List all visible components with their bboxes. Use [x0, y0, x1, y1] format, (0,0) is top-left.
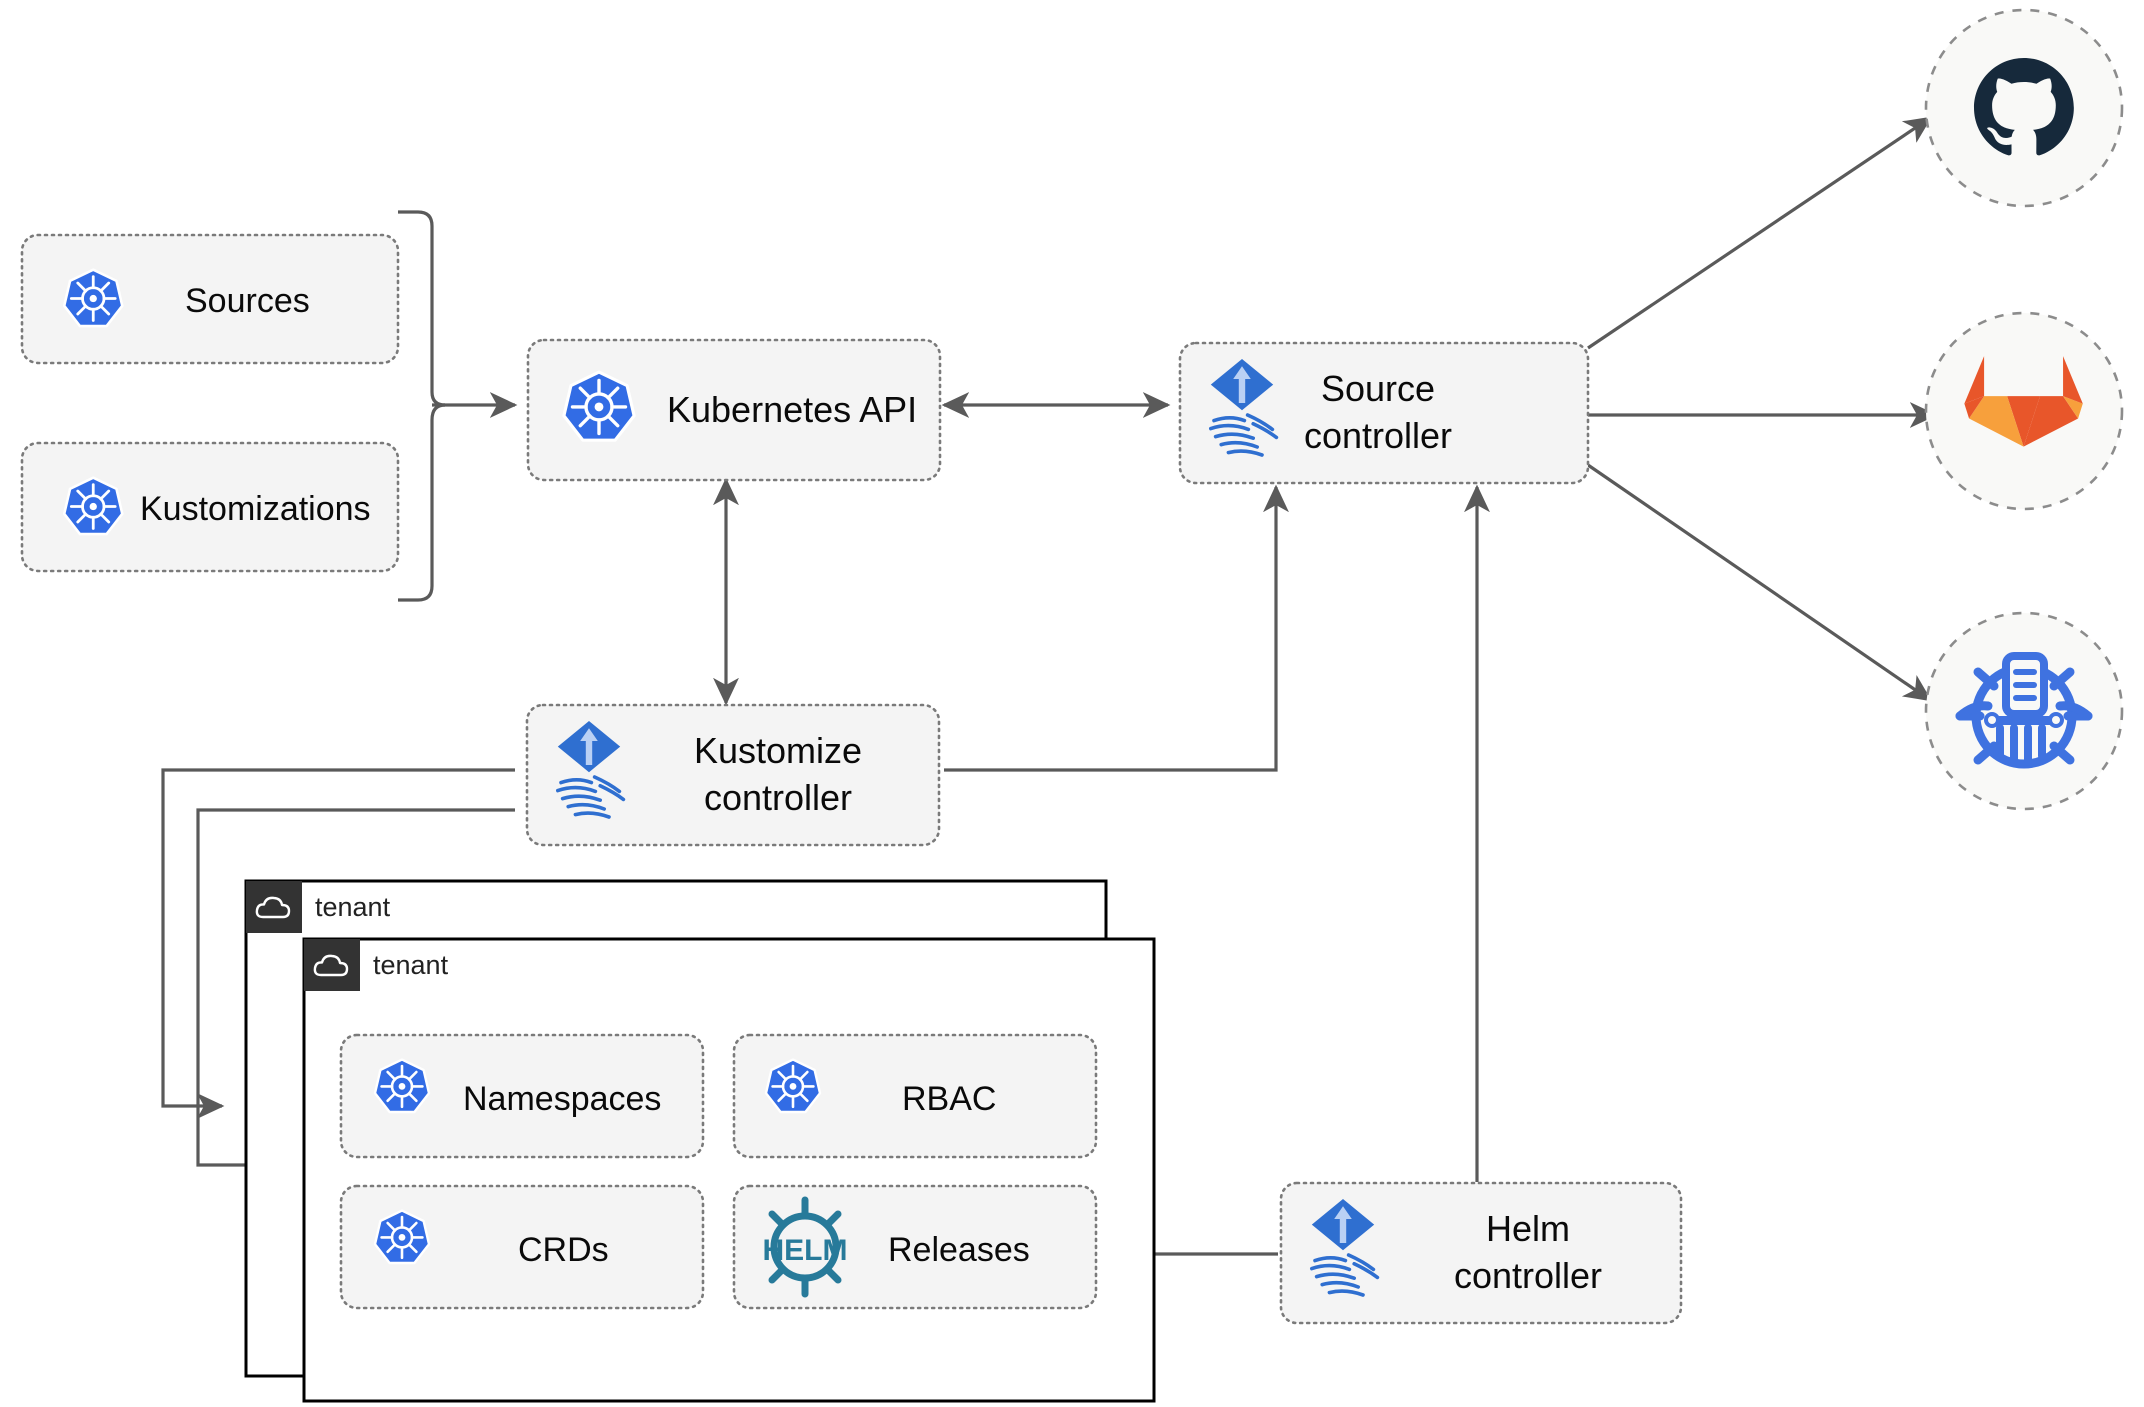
node-gitlab[interactable]	[1924, 311, 2124, 511]
helm-icon: HELM	[763, 1196, 848, 1298]
cloud-icon	[255, 896, 291, 919]
edge-kustomize-to-tenant-back	[161, 768, 515, 1119]
node-kustomizations[interactable]: Kustomizations	[20, 441, 400, 573]
tenant-label-back: tenant	[315, 892, 391, 922]
node-label-namespaces: Namespaces	[463, 1080, 661, 1118]
node-label-kustomize-controller-line2: controller	[704, 777, 852, 818]
edge-kustomize-to-source	[944, 484, 1289, 772]
kubernetes-icon	[373, 1058, 431, 1114]
node-label-rbac: RBAC	[902, 1080, 996, 1118]
node-source-controller[interactable]: Source controller	[1178, 341, 1590, 485]
node-label-source-controller-line2: controller	[1304, 415, 1452, 456]
node-crds[interactable]: CRDs	[339, 1184, 705, 1310]
node-rbac[interactable]: RBAC	[732, 1033, 1098, 1159]
node-kustomize-controller[interactable]: Kustomize controller	[525, 703, 941, 847]
node-label-kubernetes-api: Kubernetes API	[667, 389, 917, 430]
flux-icon	[556, 721, 626, 819]
edge-source-to-github	[1587, 116, 1932, 350]
node-releases[interactable]: HELM Releases	[732, 1184, 1098, 1310]
node-sources[interactable]: Sources	[20, 233, 400, 365]
node-label-helm-controller-line2: controller	[1454, 1255, 1602, 1296]
node-label-source-controller-line1: Source	[1321, 368, 1435, 409]
tenant-container-front[interactable]: tenant	[302, 937, 1156, 1403]
tenant-label-front: tenant	[373, 950, 449, 980]
edge-source-to-chartmuseum	[1587, 463, 1932, 702]
helm-repository-icon	[1955, 652, 2093, 769]
github-icon	[1974, 58, 2074, 156]
kubernetes-icon	[562, 370, 636, 442]
node-label-releases: Releases	[888, 1231, 1030, 1269]
kubernetes-icon	[62, 268, 124, 328]
node-label-crds: CRDs	[518, 1231, 609, 1269]
node-chartmuseum[interactable]	[1924, 611, 2124, 811]
node-label-helm-controller-line1: Helm	[1486, 1208, 1570, 1249]
node-label-sources: Sources	[185, 282, 310, 320]
gitlab-icon	[1964, 356, 2083, 447]
edge-kustomize-to-tenant-front	[196, 808, 515, 1178]
kubernetes-icon	[62, 476, 124, 536]
node-label-kustomize-controller-line1: Kustomize	[694, 730, 862, 771]
flux-icon	[1310, 1199, 1380, 1297]
helm-wordmark: HELM	[763, 1234, 848, 1267]
cloud-icon	[313, 954, 349, 977]
node-namespaces[interactable]: Namespaces	[339, 1033, 705, 1159]
kubernetes-icon	[764, 1058, 822, 1114]
node-github[interactable]	[1924, 8, 2124, 208]
edge-bracket-kustomizations	[398, 403, 446, 602]
node-label-kustomizations: Kustomizations	[140, 490, 371, 528]
node-kubernetes-api[interactable]: Kubernetes API	[526, 338, 942, 482]
node-helm-controller[interactable]: Helm controller	[1279, 1181, 1683, 1325]
kubernetes-icon	[373, 1209, 431, 1265]
